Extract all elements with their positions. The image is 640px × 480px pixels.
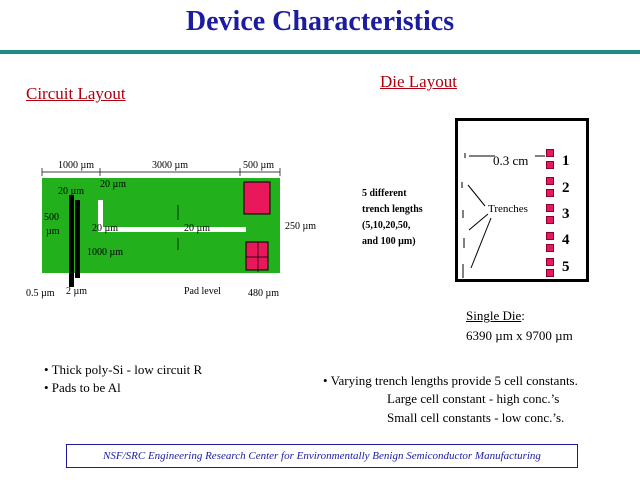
trench-pad-1 — [546, 149, 554, 157]
dim-20-b: 20 µm — [58, 186, 85, 197]
single-die-dims: 6390 µm x 9700 µm — [466, 328, 573, 343]
footer-banner: NSF/SRC Engineering Research Center for … — [66, 444, 578, 468]
trench-number-1: 1 — [562, 153, 570, 169]
trench-number-5: 5 — [562, 259, 570, 275]
dim-480: 480 µm — [248, 288, 280, 299]
trench-number-3: 3 — [562, 206, 570, 222]
dim-20-d: 20 µm — [184, 223, 211, 234]
single-die-colon: : — [521, 308, 525, 323]
trace-vertical — [98, 200, 103, 232]
dim-250: 250 µm — [285, 221, 317, 232]
dim-1000-top: 1000 µm — [58, 160, 95, 171]
title-divider — [0, 50, 640, 54]
trench-number-4: 4 — [562, 232, 570, 248]
bottom-pad — [245, 241, 269, 271]
trench-number-2: 2 — [562, 180, 570, 196]
trench-pad-4b — [546, 244, 554, 252]
dim-3000: 3000 µm — [152, 160, 189, 171]
trench-pad-1b — [546, 161, 554, 169]
dim-0-5: 0.5 µm — [26, 288, 55, 299]
trench-pad-3b — [546, 216, 554, 224]
trench-marks — [461, 153, 545, 278]
die-outline — [455, 118, 589, 282]
dim-500-left: 500 — [44, 212, 59, 223]
dim-500-top: 500 µm — [243, 160, 275, 171]
poly-strip — [69, 195, 74, 287]
dimension-lines — [41, 168, 281, 272]
note-line: trench lengths — [362, 204, 423, 215]
note-line: 5 different — [362, 188, 407, 199]
circuit-bullet-2: • Pads to be Al — [44, 380, 121, 395]
single-die-title: Single Die: — [466, 308, 525, 324]
trench-pad-3 — [546, 204, 554, 212]
trace-horizontal — [98, 227, 246, 232]
note-line: and 100 µm) — [362, 236, 416, 247]
top-pad — [243, 181, 271, 215]
trench-pad-4 — [546, 232, 554, 240]
note-line: (5,10,20,50, — [362, 220, 411, 231]
dim-500-left-unit: µm — [46, 226, 60, 237]
trench-lengths-note: 5 different trench lengths (5,10,20,50, … — [362, 186, 423, 250]
die-bullet-1: • Varying trench lengths provide 5 cell … — [323, 373, 578, 388]
circuit-bullet-1: • Thick poly-Si - low circuit R — [44, 362, 203, 377]
dim-20-c: 20 µm — [92, 223, 119, 234]
dim-20-a: 20 µm — [100, 179, 127, 190]
single-die-label: Single Die — [466, 308, 522, 323]
trench-pad-5 — [546, 258, 554, 266]
circuit-board — [42, 178, 280, 273]
trench-pad-5b — [546, 269, 554, 277]
trenches-label: Trenches — [488, 203, 528, 215]
dim-2: 2 µm — [66, 286, 88, 297]
trench-pad-2 — [546, 177, 554, 185]
die-bullet-3: Small cell constants - low conc.’s. — [387, 410, 565, 425]
pad-level-label: Pad level — [184, 286, 221, 297]
poly-strip-2 — [75, 200, 80, 278]
page-title: Device Characteristics — [185, 6, 455, 37]
die-size-label: 0.3 cm — [493, 153, 529, 168]
circuit-layout-diagram — [41, 168, 281, 287]
die-bullet-2: Large cell constant - high conc.’s — [387, 391, 560, 406]
trench-pad-2b — [546, 189, 554, 197]
dim-1000-mid: 1000 µm — [87, 247, 124, 258]
die-layout-heading: Die Layout — [380, 72, 457, 91]
circuit-layout-heading: Circuit Layout — [26, 84, 126, 103]
